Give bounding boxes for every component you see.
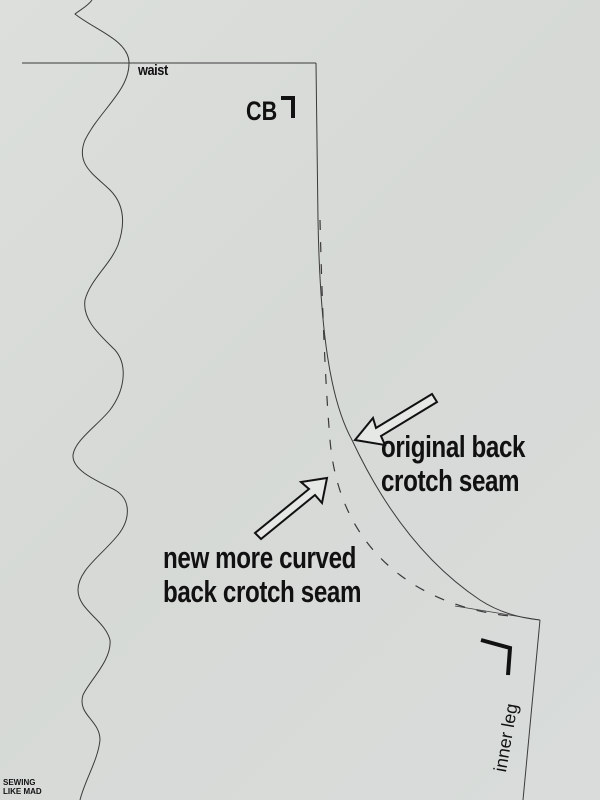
watermark-line2: LIKE MAD bbox=[3, 787, 42, 796]
waist-label: waist bbox=[138, 62, 168, 79]
arrow-new-seam-icon bbox=[253, 476, 329, 541]
original-seam-label-line1: original back bbox=[381, 429, 526, 464]
original-seam-label-line2: crotch seam bbox=[381, 463, 520, 498]
inner-leg-top-segment bbox=[454, 605, 541, 621]
new-seam-label: new more curved back crotch seam bbox=[163, 541, 361, 609]
watermark-line1: SEWING bbox=[3, 778, 36, 787]
center-back-label: CB bbox=[246, 96, 278, 126]
new-seam-label-line2: back crotch seam bbox=[163, 574, 362, 609]
original-seam-label: original back crotch seam bbox=[381, 430, 525, 498]
cb-grain-marker bbox=[281, 96, 295, 118]
watermark: SEWING LIKE MAD bbox=[3, 778, 42, 796]
new-crotch-seam-dashed bbox=[319, 219, 511, 617]
new-seam-label-line1: new more curved bbox=[163, 540, 357, 575]
wavy-edge-line bbox=[72, 0, 130, 800]
inner-leg-grain-marker bbox=[480, 638, 513, 676]
inner-leg-line bbox=[522, 619, 541, 800]
arrow-original-seam-icon bbox=[353, 392, 439, 447]
original-crotch-seam-line bbox=[315, 62, 541, 621]
